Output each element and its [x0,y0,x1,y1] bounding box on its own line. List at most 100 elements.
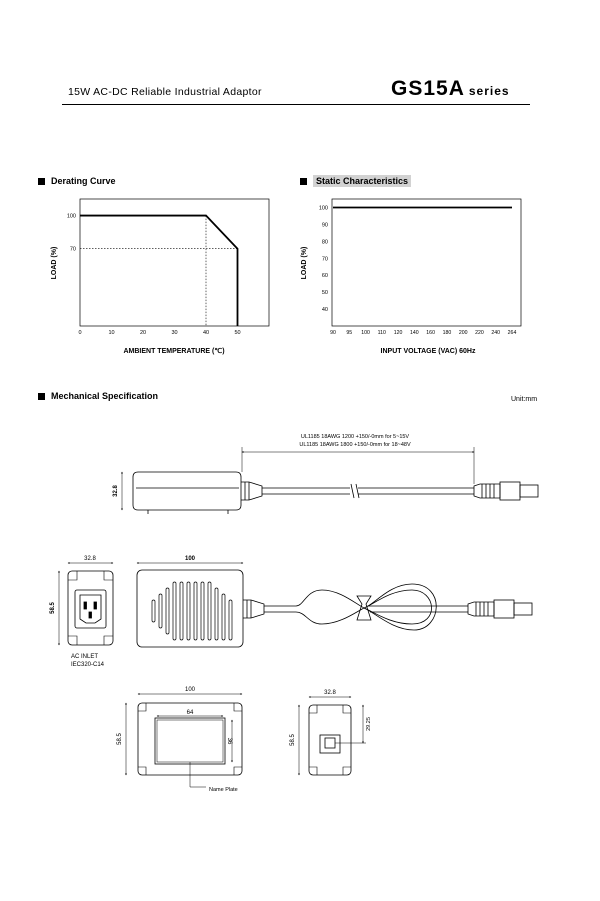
coiled-cable [264,583,468,631]
cable-tie [356,595,372,621]
bullet-square-icon [300,177,307,185]
plate-height-label: 36 [226,738,232,745]
derating-xlabel: AMBIENT TEMPERATURE (℃) [123,347,224,355]
static-y-tick: 80 [322,239,328,245]
end-inlet [324,737,336,749]
end-inlet-frame [319,734,341,754]
derating-x-tick: 10 [108,330,114,336]
coiled-cable [264,589,432,625]
dc-plug-body [473,483,501,499]
vent-slots [151,581,233,641]
derating-frame [79,198,270,327]
vent-slot [165,587,170,635]
end-height-label: 58.5 [290,734,296,746]
vent-slot [151,599,156,623]
ac-pin [93,601,97,610]
static-x-ticks: 90 95 100 110 120 140 160 180 200 220 24… [330,330,516,336]
name-plate-area [156,719,224,763]
bottom-length-label: 100 [185,687,196,693]
derating-x-tick: 0 [78,330,81,336]
top-dc-plug-body [467,601,495,617]
side-view [121,447,539,514]
header-subtitle: 15W AC-DC Reliable Industrial Adaptor [68,86,262,98]
dc-plug-tip [519,484,539,498]
vent-slot [186,581,191,641]
front-width-label: 32.8 [84,556,96,562]
static-chart: 90 95 100 110 120 140 160 180 200 220 24… [301,198,522,355]
end-corner-marks [309,705,351,775]
model-name: GS15A [391,77,465,100]
front-corner-marks [68,571,113,645]
static-xlabel: INPUT VOLTAGE (VAC) 60Hz [381,348,476,355]
bullet-square-icon [38,392,45,400]
static-y-tick: 50 [322,290,328,296]
derating-chart: 0 10 20 30 40 50 70 100 LOAD (%) AMBIENT… [51,198,270,355]
static-y-tick: 100 [319,205,328,211]
section-mechanical: Mechanical Specification [38,391,158,401]
inlet-offset-label: 29.25 [366,717,372,731]
vent-slot [172,581,177,641]
derating-x-ticks: 0 10 20 30 40 50 [78,330,240,336]
name-plate-label: Name Plate [209,787,238,793]
static-y-ticks: 40 50 60 70 80 90 100 [319,205,328,313]
static-x-tick: 100 [361,330,370,336]
ac-inlet-outer [74,589,107,629]
bottom-height-label: 58.5 [117,733,123,745]
top-dc-plug-barrel [493,599,515,619]
vent-slot [228,599,233,641]
vent-slot [179,581,184,641]
front-view [58,562,114,646]
static-frame [331,198,522,327]
vent-slot [200,581,205,641]
dc-plug-grip [475,602,489,616]
top-strain-relief [243,599,265,619]
static-x-tick: 110 [378,330,386,336]
static-y-tick: 40 [322,307,328,313]
static-x-tick: 180 [443,330,452,336]
static-x-tick: 264 [508,330,517,336]
top-dc-plug-tip [513,602,533,616]
static-x-tick: 140 [410,330,419,336]
static-x-tick: 200 [459,330,468,336]
iec-label: IEC320-C14 [71,662,105,668]
derating-x-tick: 20 [140,330,146,336]
static-y-tick: 90 [322,222,328,228]
header-rule [62,104,530,105]
static-x-tick: 120 [394,330,403,336]
static-y-tick: 60 [322,273,328,279]
ac-inlet-socket [79,594,102,624]
vent-slot [207,581,212,641]
plate-width-label: 64 [187,710,194,716]
ac-inlet-label: AC INLET [71,654,98,660]
strain-relief [241,481,263,501]
static-x-tick: 90 [330,330,336,336]
derating-x-tick: 40 [203,330,209,336]
side-height-label: 32.8 [113,485,119,497]
static-x-tick: 240 [491,330,500,336]
vent-slot [158,593,163,629]
cable-spec-2: UL1185 18AWG 1800 +150/-0mm for 18~48V [299,442,411,448]
bullet-square-icon [38,177,45,185]
series-label: series [468,84,510,98]
name-plate-leader [189,768,206,788]
derating-y-tick: 70 [70,247,76,253]
cable-spec-1: UL1185 18AWG 1200 +150/-0mm for 5~15V [301,434,410,440]
cable-break-mark [350,483,360,499]
static-ylabel: LOAD (%) [301,247,308,280]
static-y-tick: 70 [322,256,328,262]
static-x-tick: 95 [346,330,352,336]
end-width-label: 32.8 [324,690,336,696]
derating-y-tick: 100 [67,214,76,220]
ac-pin [83,601,87,610]
front-height-label: 58.5 [50,602,56,614]
static-x-tick: 220 [475,330,484,336]
unit-label: Unit:mm [511,396,538,403]
vent-slot [221,593,226,641]
derating-x-tick: 30 [171,330,177,336]
vent-slot [193,581,198,641]
dc-plug-grip [481,484,495,498]
end-view [298,696,366,776]
derating-x-tick: 50 [234,330,240,336]
